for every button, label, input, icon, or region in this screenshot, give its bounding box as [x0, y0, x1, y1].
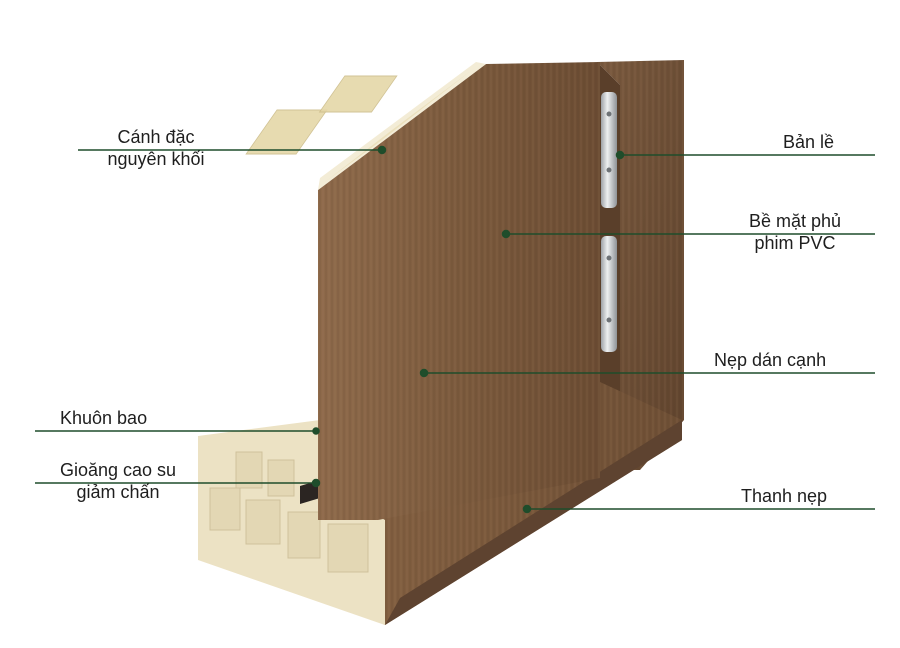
- label-trim-line1: Thanh nẹp: [741, 486, 828, 506]
- label-door-leaf-line2: nguyên khối: [107, 149, 205, 169]
- label-door-leaf: Cánh đặc nguyên khối: [86, 126, 226, 170]
- label-gasket-line2: giảm chấn: [76, 482, 160, 502]
- label-edge-strip-line1: Nẹp dán cạnh: [714, 350, 827, 370]
- hinge-shape: [601, 92, 617, 352]
- label-frame-line1: Khuôn bao: [60, 408, 148, 428]
- label-hinge: Bản lề: [783, 131, 834, 153]
- label-surface-line1: Bề mặt phủ: [748, 211, 842, 231]
- label-frame: Khuôn bao: [60, 407, 147, 429]
- label-surface: Bề mặt phủ phim PVC: [730, 210, 860, 254]
- door-leaf-shape: [245, 62, 600, 520]
- label-hinge-line1: Bản lề: [783, 132, 835, 152]
- label-gasket: Gioăng cao su giảm chấn: [44, 459, 192, 503]
- label-door-leaf-line1: Cánh đặc: [117, 127, 195, 147]
- frame-profile-section: [198, 420, 385, 625]
- leader-lines: [35, 145, 875, 514]
- label-trim: Thanh nẹp: [741, 485, 827, 507]
- label-edge-strip: Nẹp dán cạnh: [714, 349, 826, 371]
- label-gasket-line1: Gioăng cao su: [59, 460, 177, 480]
- label-surface-line2: phim PVC: [754, 233, 836, 253]
